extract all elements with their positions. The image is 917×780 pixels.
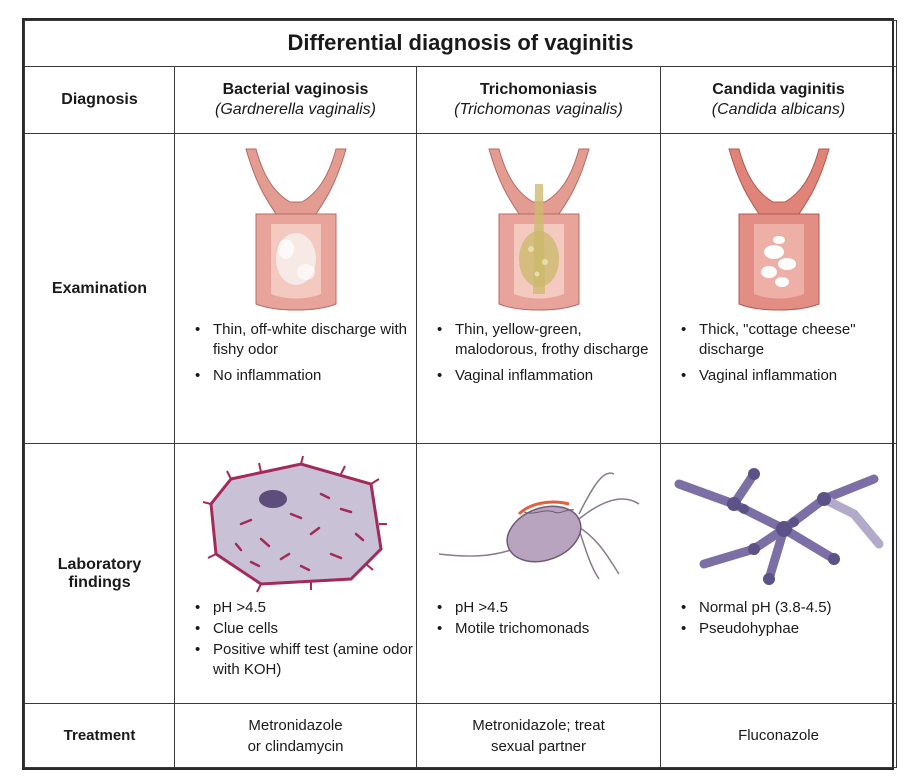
treatment-cell-candida-vaginitis: Fluconazole [659, 703, 898, 768]
table-title: Differential diagnosis of vaginitis [23, 20, 898, 67]
list-item: Pseudohyphae [681, 619, 896, 639]
list-item: Vaginal inflammation [437, 366, 660, 386]
column-header-trichomoniasis: Trichomoniasis (Trichomonas vaginalis) [416, 65, 661, 135]
treatment-line: Metronidazole; treat [472, 716, 605, 734]
list-item: Vaginal inflammation [681, 366, 896, 386]
list-item: Motile trichomonads [437, 619, 660, 639]
row-label-diagnosis: Diagnosis [24, 65, 175, 135]
examination-cell-trichomoniasis: Thin, yellow-green, malodorous, frothy d… [416, 133, 661, 445]
list-item: Thick, "cottage cheese" discharge [681, 320, 896, 360]
vaginal-canal-cottage-cheese-discharge-illustration [727, 148, 830, 311]
organism-name: (Trichomonas vaginalis) [454, 100, 623, 118]
treatment-line: Metronidazole [248, 716, 343, 734]
diagnosis-table-frame: Differential diagnosis of vaginitis Diag… [22, 18, 898, 770]
treatment-line: sexual partner [490, 737, 587, 755]
vaginal-canal-white-discharge-illustration [244, 148, 347, 311]
list-item: Normal pH (3.8-4.5) [681, 598, 896, 618]
treatment-cell-bacterial-vaginosis: Metronidazole or clindamycin [174, 703, 417, 768]
row-label-laboratory: Laboratory findings [24, 443, 175, 705]
column-header-candida-vaginitis: Candida vaginitis (Candida albicans) [659, 65, 898, 135]
list-item: Positive whiff test (amine odor with KOH… [195, 640, 416, 680]
treatment-line: Fluconazole [738, 727, 819, 745]
laboratory-findings-list: pH >4.5 Clue cells Positive whiff test (… [175, 598, 416, 680]
column-name: Trichomoniasis [479, 80, 598, 98]
column-name: Candida vaginitis [712, 80, 845, 98]
laboratory-findings-list: Normal pH (3.8-4.5) Pseudohyphae [661, 598, 896, 639]
laboratory-findings-list: pH >4.5 Motile trichomonads [417, 598, 660, 639]
column-header-bacterial-vaginosis: Bacterial vaginosis (Gardnerella vaginal… [174, 65, 417, 135]
examination-findings-list: Thin, off-white discharge with fishy odo… [175, 320, 416, 386]
organism-name: (Candida albicans) [711, 100, 846, 118]
list-item: Thin, yellow-green, malodorous, frothy d… [437, 320, 660, 360]
row-label-treatment: Treatment [24, 703, 175, 768]
laboratory-cell-trichomoniasis: pH >4.5 Motile trichomonads [416, 443, 661, 705]
column-name: Bacterial vaginosis [222, 80, 369, 98]
list-item: pH >4.5 [195, 598, 416, 618]
organism-name: (Gardnerella vaginalis) [215, 100, 376, 118]
pseudohyphae-illustration [674, 468, 883, 586]
examination-findings-list: Thin, yellow-green, malodorous, frothy d… [417, 320, 660, 386]
examination-cell-bacterial-vaginosis: Thin, off-white discharge with fishy odo… [174, 133, 417, 445]
list-item: No inflammation [195, 366, 416, 386]
laboratory-cell-bacterial-vaginosis: pH >4.5 Clue cells Positive whiff test (… [174, 443, 417, 705]
list-item: Thin, off-white discharge with fishy odo… [195, 320, 416, 360]
treatment-line: or clindamycin [247, 737, 344, 755]
vaginal-canal-yellow-green-discharge-illustration [487, 148, 590, 311]
trichomonad-illustration [438, 472, 639, 580]
list-item: Clue cells [195, 619, 416, 639]
treatment-cell-trichomoniasis: Metronidazole; treat sexual partner [416, 703, 661, 768]
laboratory-cell-candida-vaginitis: Normal pH (3.8-4.5) Pseudohyphae [659, 443, 898, 705]
examination-findings-list: Thick, "cottage cheese" discharge Vagina… [661, 320, 896, 386]
list-item: pH >4.5 [437, 598, 660, 618]
clue-cell-illustration [202, 455, 387, 593]
diagnosis-table: Differential diagnosis of vaginitis Diag… [23, 20, 898, 768]
examination-cell-candida-vaginitis: Thick, "cottage cheese" discharge Vagina… [659, 133, 898, 445]
row-label-examination: Examination [24, 133, 175, 445]
